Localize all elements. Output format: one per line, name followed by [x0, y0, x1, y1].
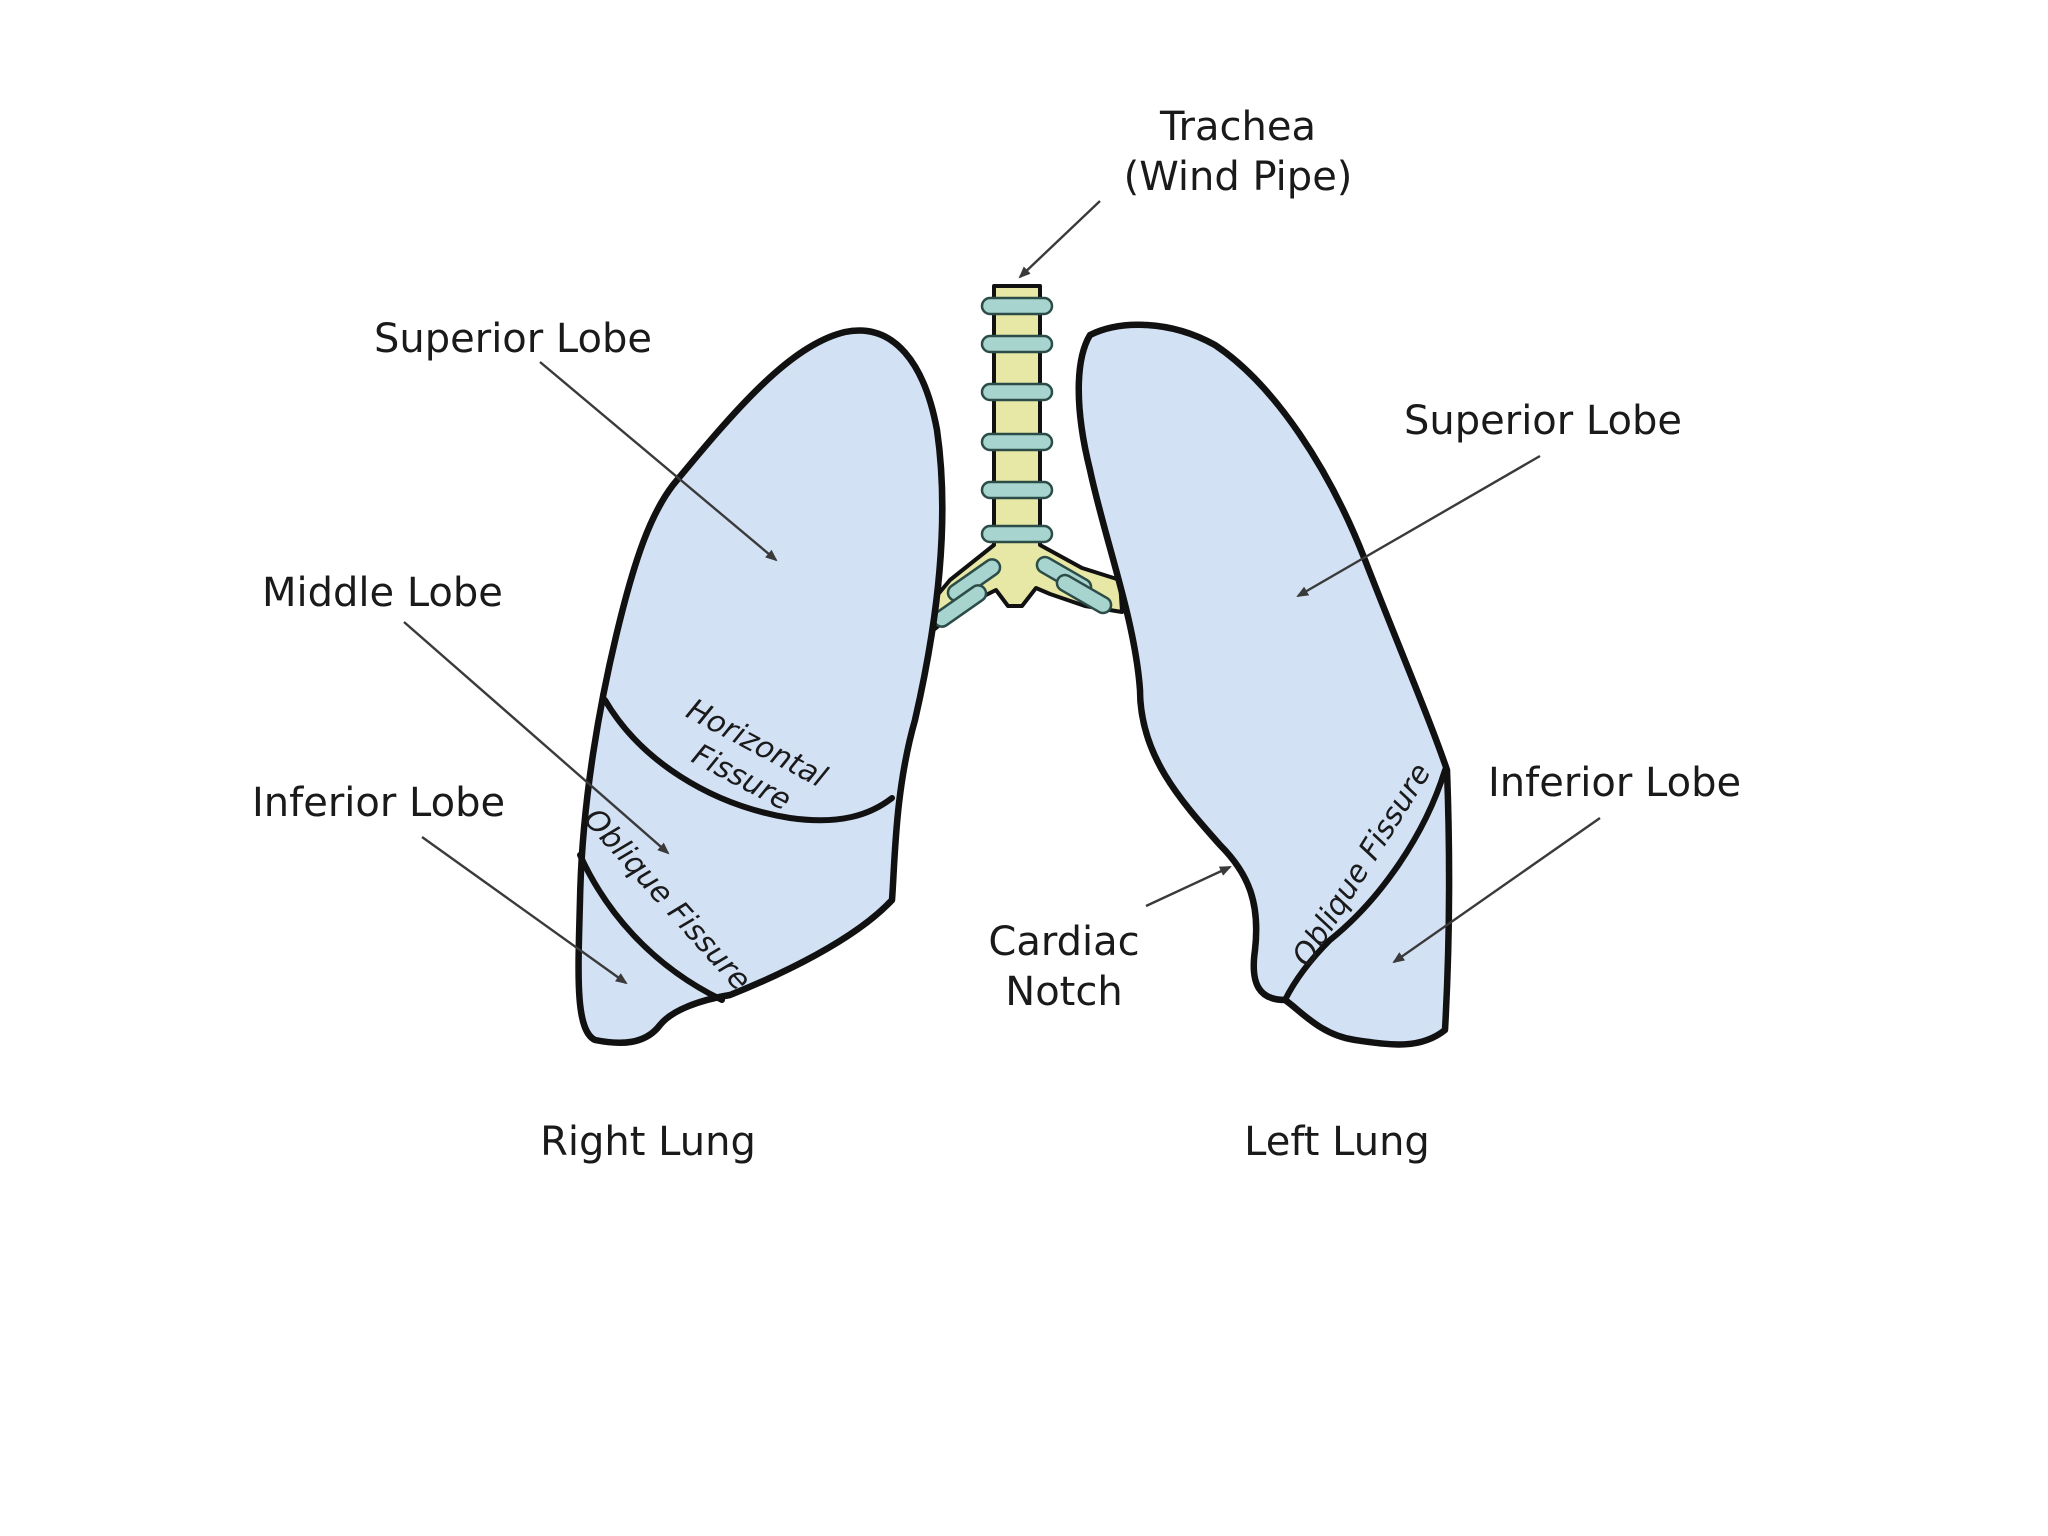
cardiac-notch-label-line2: Notch	[1005, 969, 1122, 1015]
right-middle-lobe-label: Middle Lobe	[262, 570, 503, 616]
right-superior-lobe-label: Superior Lobe	[374, 316, 652, 362]
right-inferior-lobe-label: Inferior Lobe	[252, 780, 505, 826]
cardiac-notch-label-line1: Cardiac	[988, 919, 1139, 965]
trachea-pointer	[1020, 201, 1100, 277]
left-superior-lobe-label: Superior Lobe	[1404, 398, 1682, 444]
trachea-label-line2: (Wind Pipe)	[1124, 154, 1353, 200]
left-inferior-lobe-label: Inferior Lobe	[1488, 760, 1741, 806]
right-lung	[579, 331, 943, 1043]
trachea-label-line1: Trachea	[1159, 104, 1316, 150]
right-lung-label: Right Lung	[540, 1119, 756, 1165]
labels: Trachea (Wind Pipe) Superior Lobe Middle…	[252, 104, 1741, 1165]
cardiac-notch-pointer	[1146, 867, 1230, 906]
left-lung-label: Left Lung	[1244, 1119, 1430, 1165]
